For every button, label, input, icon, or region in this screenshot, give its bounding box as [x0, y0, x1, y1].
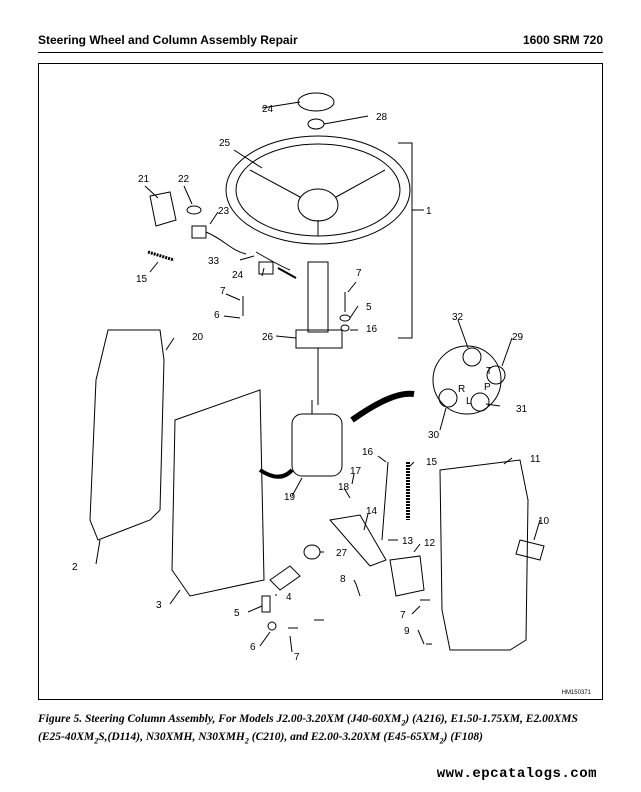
- spring-part: [147, 250, 175, 262]
- assembly-bracket: [398, 142, 413, 339]
- callout: 22: [178, 174, 190, 185]
- callout: 15: [426, 457, 438, 468]
- caption-subscript: 2: [439, 736, 444, 746]
- port-label: P: [484, 382, 491, 393]
- callout: 25: [219, 138, 231, 149]
- callout: 16: [366, 324, 378, 335]
- callout: 27: [336, 548, 348, 559]
- watermark: www.epcatalogs.com: [436, 766, 597, 782]
- callout: 13: [402, 536, 414, 547]
- callout: 12: [424, 538, 436, 549]
- knob-part: [186, 205, 202, 215]
- steering-motor-part: [258, 400, 343, 479]
- callout: 24: [232, 270, 244, 281]
- caption-text: S,(D114), N30XMH, N30XMH: [98, 731, 245, 744]
- port-label: L: [466, 396, 472, 407]
- callout: 32: [452, 312, 464, 323]
- inset-arrow: [350, 390, 415, 423]
- steering-column-diagram: 24 28 25 1 21 22 23 33 24 7 15 7 6 5 16 …: [72, 92, 550, 663]
- callout: 5: [366, 302, 372, 313]
- callout: 6: [214, 310, 220, 321]
- horn-cap-part: [297, 92, 335, 112]
- wheel-nut-part: [307, 118, 325, 130]
- callout: 7: [400, 610, 406, 621]
- callout: 29: [512, 332, 524, 343]
- callout: 4: [286, 592, 292, 603]
- section-title: Steering Wheel and Column Assembly Repai…: [38, 33, 298, 47]
- caption-text: (C210), and E2.00-3.20XM (E45-65XM: [248, 731, 440, 744]
- caption-subscript: 2: [401, 718, 406, 728]
- callout: 18: [338, 482, 350, 493]
- callout: 16: [362, 447, 374, 458]
- wire-harness: [255, 251, 291, 271]
- turn-signal-switch-part: [191, 225, 247, 255]
- callout: 7: [294, 652, 300, 663]
- callout: 5: [234, 608, 240, 619]
- steering-wheel-part: [225, 135, 411, 245]
- callout: 31: [516, 404, 528, 415]
- steering-column-part: [295, 261, 343, 405]
- callout: 10: [538, 516, 550, 527]
- callout: 15: [136, 274, 148, 285]
- caption-subscript: 2: [94, 736, 99, 746]
- caption-text: ) (A216), E1.50-1.75XM, E2.00XMS (E25-40…: [38, 713, 578, 744]
- callout: 24: [262, 104, 274, 115]
- rod-part: [381, 461, 389, 541]
- header-rule: [38, 52, 603, 53]
- callout: 2: [72, 562, 78, 573]
- callout: 14: [366, 506, 378, 517]
- plate-part: [515, 539, 545, 561]
- callout: 6: [250, 642, 256, 653]
- pedal-part: [389, 555, 425, 597]
- switch-cover-part: [149, 191, 177, 227]
- callout: 20: [192, 332, 204, 343]
- callout: 7: [220, 286, 226, 297]
- callout: 19: [284, 492, 296, 503]
- caption-text: Figure 5. Steering Column Assembly, For …: [38, 713, 402, 725]
- caption-text: ) (F108): [443, 731, 483, 744]
- callout: 23: [218, 206, 230, 217]
- document-number: 1600 SRM 720: [522, 33, 603, 47]
- callout: 3: [156, 600, 162, 611]
- pedal-arm-part: [329, 514, 387, 567]
- figure-frame: [38, 63, 603, 700]
- column-shroud-right: [439, 459, 529, 651]
- clip-part-5: [261, 595, 271, 613]
- caption-subscript: 2: [244, 736, 249, 746]
- torsion-spring-part: [303, 544, 321, 560]
- callout: 21: [138, 174, 150, 185]
- callout: 9: [404, 626, 410, 637]
- clip-part: [258, 261, 274, 275]
- port-label: T: [486, 366, 492, 377]
- callout: 17: [350, 466, 362, 477]
- column-shroud-left: [89, 329, 165, 541]
- callout: 26: [262, 332, 274, 343]
- figure-caption: Figure 5. Steering Column Assembly, For …: [38, 712, 603, 749]
- port-label: R: [458, 384, 465, 395]
- figure-code: HM150371: [561, 690, 591, 696]
- callout: 30: [428, 430, 440, 441]
- callout: 7: [356, 268, 362, 279]
- callout: 33: [208, 256, 220, 267]
- column-support-part: [171, 389, 265, 597]
- callout: 28: [376, 112, 388, 123]
- callout: 11: [530, 454, 541, 465]
- callout: 8: [340, 574, 346, 585]
- callout: 1: [426, 206, 432, 217]
- shaft-part: [269, 565, 301, 591]
